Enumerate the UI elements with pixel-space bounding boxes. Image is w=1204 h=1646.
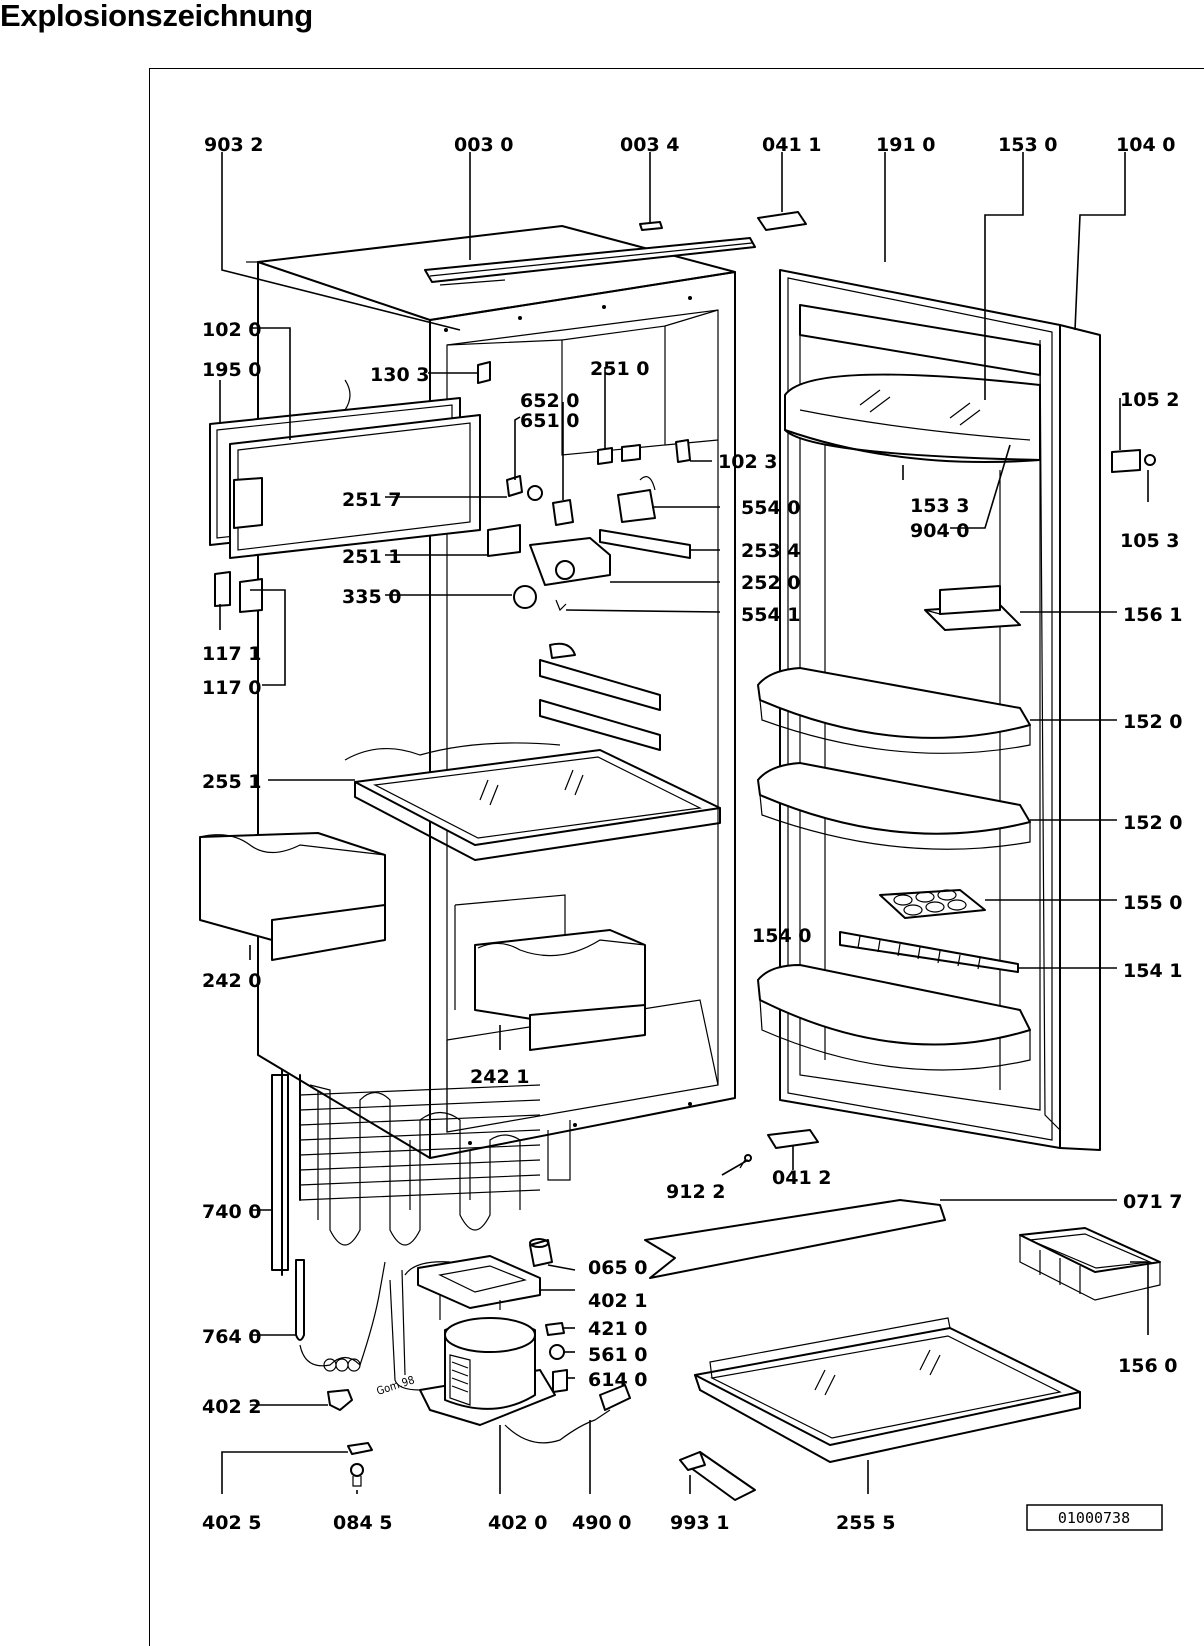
label-242-0: 242 0 <box>202 970 262 992</box>
label-105-2: 105 2 <box>1120 389 1180 411</box>
label-065-0: 065 0 <box>588 1257 648 1279</box>
label-105-3: 105 3 <box>1120 530 1180 552</box>
label-764-0: 764 0 <box>202 1326 262 1348</box>
artist-mark: Gom.98 <box>375 1373 416 1397</box>
label-554-1: 554 1 <box>741 604 801 626</box>
label-402-5: 402 5 <box>202 1512 262 1534</box>
label-255-1: 255 1 <box>202 771 262 793</box>
page-title: Explosionszeichnung <box>0 0 313 33</box>
label-335-0: 335 0 <box>342 586 402 608</box>
document-number-box: 01000738 <box>1026 1504 1163 1531</box>
label-993-1: 993 1 <box>670 1512 730 1534</box>
label-104-0: 104 0 <box>1116 134 1176 156</box>
label-251-7: 251 7 <box>342 489 402 511</box>
label-402-1: 402 1 <box>588 1290 648 1312</box>
label-903-2: 903 2 <box>204 134 264 156</box>
label-195-0: 195 0 <box>202 359 262 381</box>
label-130-3: 130 3 <box>370 364 430 386</box>
label-912-2: 912 2 <box>666 1181 726 1203</box>
label-156-0: 156 0 <box>1118 1355 1178 1377</box>
label-153-3: 153 3 <box>910 495 970 517</box>
parts: Gom.98 <box>199 211 1161 1501</box>
label-554-0: 554 0 <box>741 497 801 519</box>
label-003-4: 003 4 <box>620 134 680 156</box>
label-421-0: 421 0 <box>588 1318 648 1340</box>
label-253-4: 253 4 <box>741 540 801 562</box>
document-number: 01000738 <box>1058 1509 1130 1527</box>
refrigerator-door <box>757 269 1101 1151</box>
label-251-1: 251 1 <box>342 546 402 568</box>
label-117-0: 117 0 <box>202 677 262 699</box>
label-102-3: 102 3 <box>718 451 778 473</box>
leader-lines <box>219 152 1149 1494</box>
label-242-1: 242 1 <box>470 1066 530 1088</box>
label-156-1: 156 1 <box>1123 604 1183 626</box>
label-155-0: 155 0 <box>1123 892 1183 914</box>
label-651-0: 651 0 <box>520 410 580 432</box>
label-255-5: 255 5 <box>836 1512 896 1534</box>
cabinet-body <box>246 225 756 1159</box>
label-652-0: 652 0 <box>520 390 580 412</box>
label-153-0: 153 0 <box>998 134 1058 156</box>
label-402-2: 402 2 <box>202 1396 262 1418</box>
label-191-0: 191 0 <box>876 134 936 156</box>
label-117-1: 117 1 <box>202 643 262 665</box>
label-152-0-upper: 152 0 <box>1123 711 1183 733</box>
drawing-frame <box>149 68 1204 1646</box>
label-071-7: 071 7 <box>1123 1191 1183 1213</box>
label-152-0-middle: 152 0 <box>1123 812 1183 834</box>
label-041-1: 041 1 <box>762 134 822 156</box>
label-614-0: 614 0 <box>588 1369 648 1391</box>
label-041-2: 041 2 <box>772 1167 832 1189</box>
label-561-0: 561 0 <box>588 1344 648 1366</box>
label-154-1: 154 1 <box>1123 960 1183 982</box>
label-252-0: 252 0 <box>741 572 801 594</box>
label-904-0: 904 0 <box>910 520 970 542</box>
label-084-5: 084 5 <box>333 1512 393 1534</box>
label-402-0: 402 0 <box>488 1512 548 1534</box>
label-154-0: 154 0 <box>752 925 812 947</box>
label-490-0: 490 0 <box>572 1512 632 1534</box>
condenser-coils <box>271 1069 571 1372</box>
label-003-0: 003 0 <box>454 134 514 156</box>
part-labels: 903 2 003 0 003 4 041 1 191 0 153 0 104 … <box>202 134 1183 1534</box>
label-251-0: 251 0 <box>590 358 650 380</box>
label-740-0: 740 0 <box>202 1201 262 1223</box>
label-102-0: 102 0 <box>202 319 262 341</box>
